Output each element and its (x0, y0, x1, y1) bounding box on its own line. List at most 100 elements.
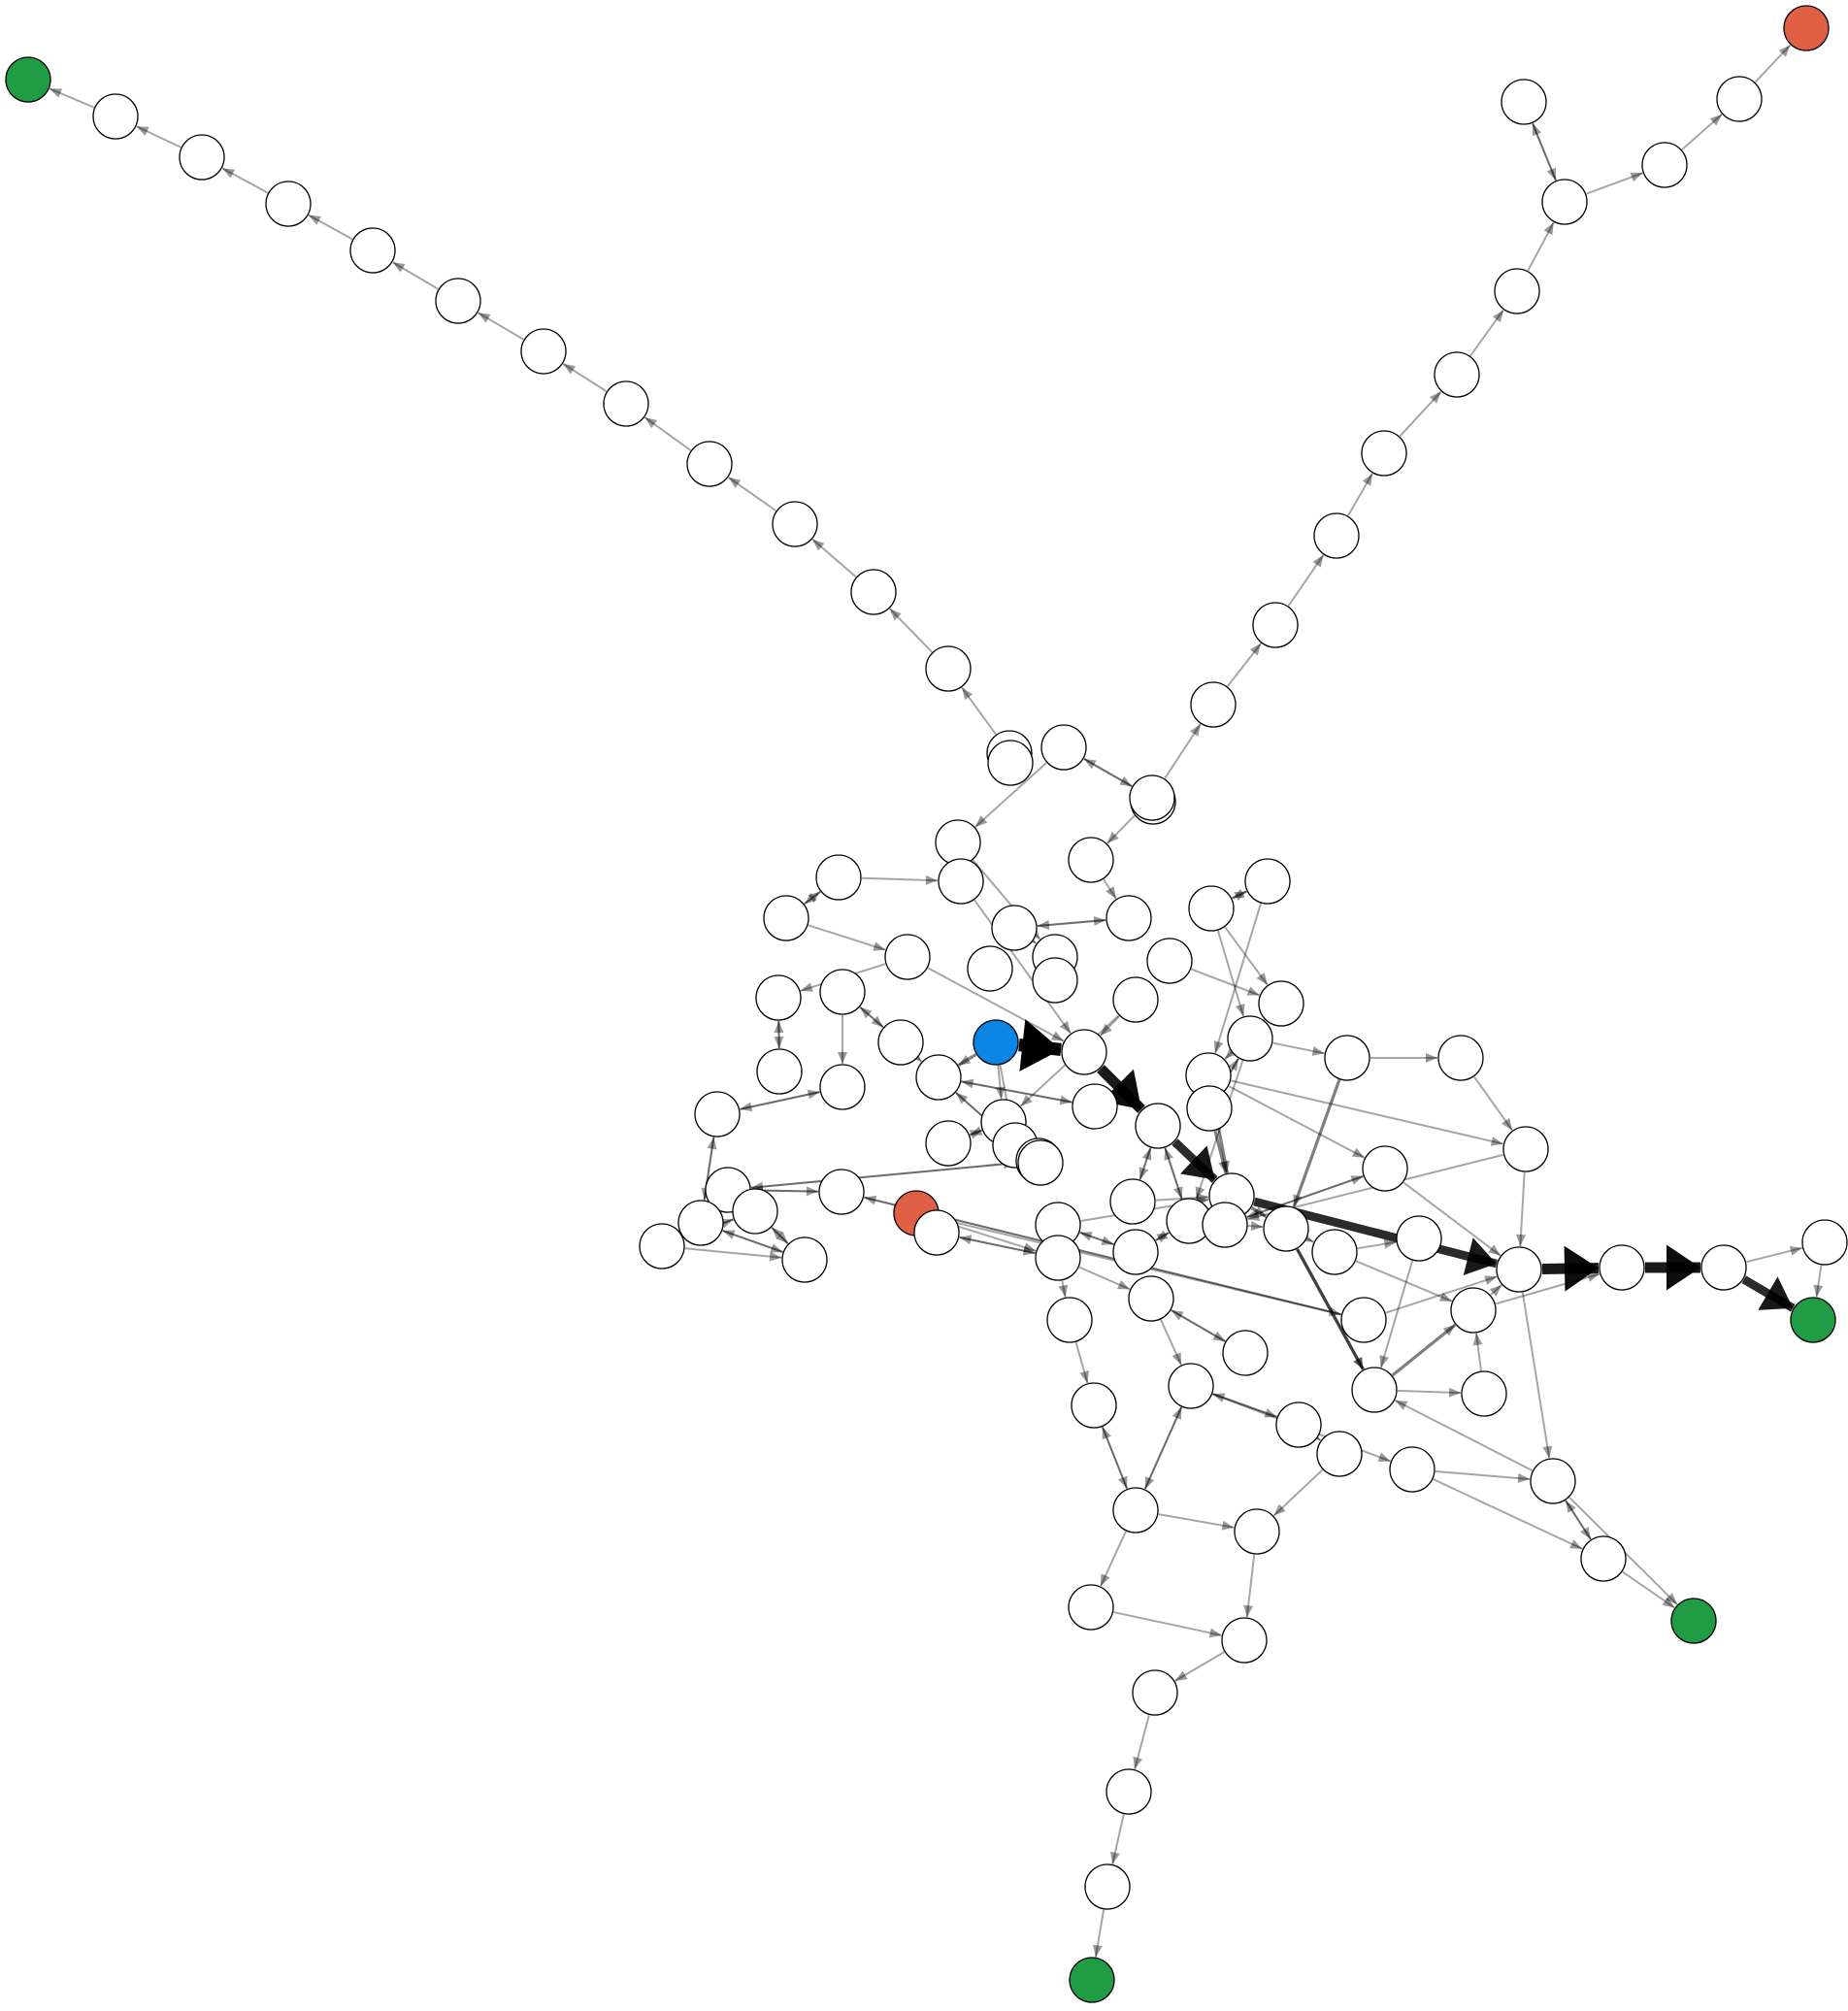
arrowhead-n9-n8 (728, 477, 742, 488)
arrowhead-s-n53 (995, 1086, 1006, 1100)
arrowhead-s-n52 (958, 1054, 972, 1066)
edge-n91-n93 (1397, 1389, 1462, 1395)
arrowhead-n36-n35 (1232, 888, 1245, 899)
arrowhead-n26-n22 (1190, 724, 1201, 737)
node-n54 (1072, 1083, 1118, 1130)
arrowhead-n10-n9 (812, 539, 825, 551)
edge-n99-n102 (1100, 1531, 1127, 1587)
arrowhead-n45-n46 (1426, 1053, 1437, 1063)
edge-n92-n95 (1212, 1393, 1277, 1418)
arrowhead-n92-n99 (1144, 1476, 1155, 1490)
edge-n87-n92 (1160, 1319, 1182, 1366)
edge-n45-n76 (1292, 1079, 1341, 1207)
edge-n58-n73 (1138, 1147, 1152, 1180)
arrowhead-n55-n62 (1351, 1147, 1365, 1158)
node-n56 (1186, 1085, 1233, 1132)
edge-n85-g_right (1815, 1265, 1823, 1298)
arrowhead-n6-n5 (478, 313, 491, 323)
arrowhead-n63-n75 (1247, 1211, 1261, 1222)
arrowhead-n84-n85 (1789, 1245, 1802, 1256)
node-layer (5, 5, 1848, 2003)
edge-n105-n106 (1111, 1814, 1125, 1864)
arrowhead-n100-n103 (1243, 1604, 1254, 1618)
node-n91 (1351, 1367, 1398, 1413)
node-n52 (915, 1054, 962, 1101)
edge-n4-n3 (308, 214, 353, 241)
edge-n13-r_topright (1754, 44, 1792, 83)
node-dead_end-r_topright (1783, 5, 1830, 51)
edge-n103-n104 (1174, 1651, 1225, 1682)
arrowhead-n86-n80 (1484, 1275, 1498, 1285)
arrowhead-n73-n58 (1141, 1147, 1152, 1161)
edge-n88-n80 (1490, 1284, 1502, 1296)
arrowhead-n77-n78 (1383, 1238, 1397, 1249)
node-n94 (1071, 1382, 1117, 1429)
arrowhead-n75-n62 (1350, 1175, 1364, 1185)
node-n8 (686, 441, 733, 487)
node-n14 (1641, 142, 1688, 188)
arrowhead-n83-n84 (1666, 1244, 1700, 1291)
arrowhead-n102-n103 (1208, 1628, 1222, 1638)
edge-n25-n28 (974, 762, 1047, 828)
arrowhead-n88-n83 (1587, 1272, 1600, 1282)
node-n80 (1496, 1246, 1542, 1293)
node-goal-g_topleft (5, 56, 51, 103)
arrowhead-n26-n27 (1106, 831, 1119, 843)
node-n67 (677, 1200, 724, 1246)
edge-n27-n33 (1103, 878, 1117, 900)
edge-n61-n53 (970, 1129, 982, 1137)
arrowhead-n32-n33 (1093, 916, 1106, 927)
node-n31 (763, 895, 809, 941)
arrowhead-n51-n47 (774, 1020, 784, 1034)
edge-n70-n58 (1164, 1147, 1183, 1200)
edge-n86-n80 (1385, 1275, 1498, 1314)
edge-n3-n2 (221, 167, 269, 194)
arrowhead-n72-n82 (1022, 1245, 1036, 1256)
arrowhead-n46-n63 (1502, 1117, 1513, 1131)
edge-n9-n8 (728, 477, 776, 511)
arrowhead-n56-n43 (1228, 1058, 1238, 1071)
arrowhead-n47-n51 (774, 1036, 784, 1049)
node-n49 (877, 1019, 924, 1066)
edge-n54-n52 (961, 1080, 1072, 1104)
arrowhead-n98-n91 (1395, 1400, 1408, 1410)
node-start-s (973, 1019, 1019, 1066)
node-n10 (850, 569, 897, 615)
edge-n81-n69 (771, 1227, 789, 1244)
arrowhead-n92-n95 (1264, 1408, 1277, 1418)
node-n26 (1129, 775, 1175, 821)
node-n84 (1700, 1244, 1747, 1291)
node-n48 (819, 969, 866, 1015)
edge-n17-n15 (1527, 221, 1555, 272)
node-n47 (755, 974, 802, 1021)
edge-n11-n10 (889, 608, 933, 653)
node-n18 (1434, 351, 1480, 398)
node-n98 (1530, 1458, 1576, 1504)
node-n3 (265, 181, 312, 227)
edge-n30-n29 (861, 876, 939, 882)
node-n76 (1263, 1205, 1309, 1252)
node-n21 (1252, 602, 1299, 648)
arrowhead-n31-n37 (873, 941, 886, 951)
edge-n97-n101 (1433, 1478, 1583, 1550)
edge-n57-n50 (740, 1091, 820, 1110)
arrowhead-n101-n98 (1566, 1500, 1576, 1513)
node-n78 (1396, 1215, 1442, 1262)
edge-n12-n11 (961, 686, 997, 736)
arrowhead-s-n41 (1019, 1019, 1062, 1071)
node-n103 (1221, 1617, 1268, 1664)
edge-n92-n99 (1143, 1406, 1183, 1490)
edge-n89-n94 (1074, 1341, 1089, 1384)
arrowhead-n65-n80 (1463, 1237, 1497, 1275)
arrowhead-n3-n2 (222, 168, 236, 179)
node-n96 (1316, 1431, 1363, 1477)
node-n4 (349, 227, 396, 274)
node-n105 (1106, 1768, 1152, 1815)
edge-n71-n81 (684, 1247, 782, 1259)
edge-n76-n77 (1306, 1237, 1314, 1243)
node-n63 (1502, 1126, 1549, 1172)
edge-n73-n58 (1138, 1147, 1152, 1180)
edge-n43-n45 (1272, 1041, 1325, 1055)
edge-n75-n62 (1246, 1175, 1364, 1218)
